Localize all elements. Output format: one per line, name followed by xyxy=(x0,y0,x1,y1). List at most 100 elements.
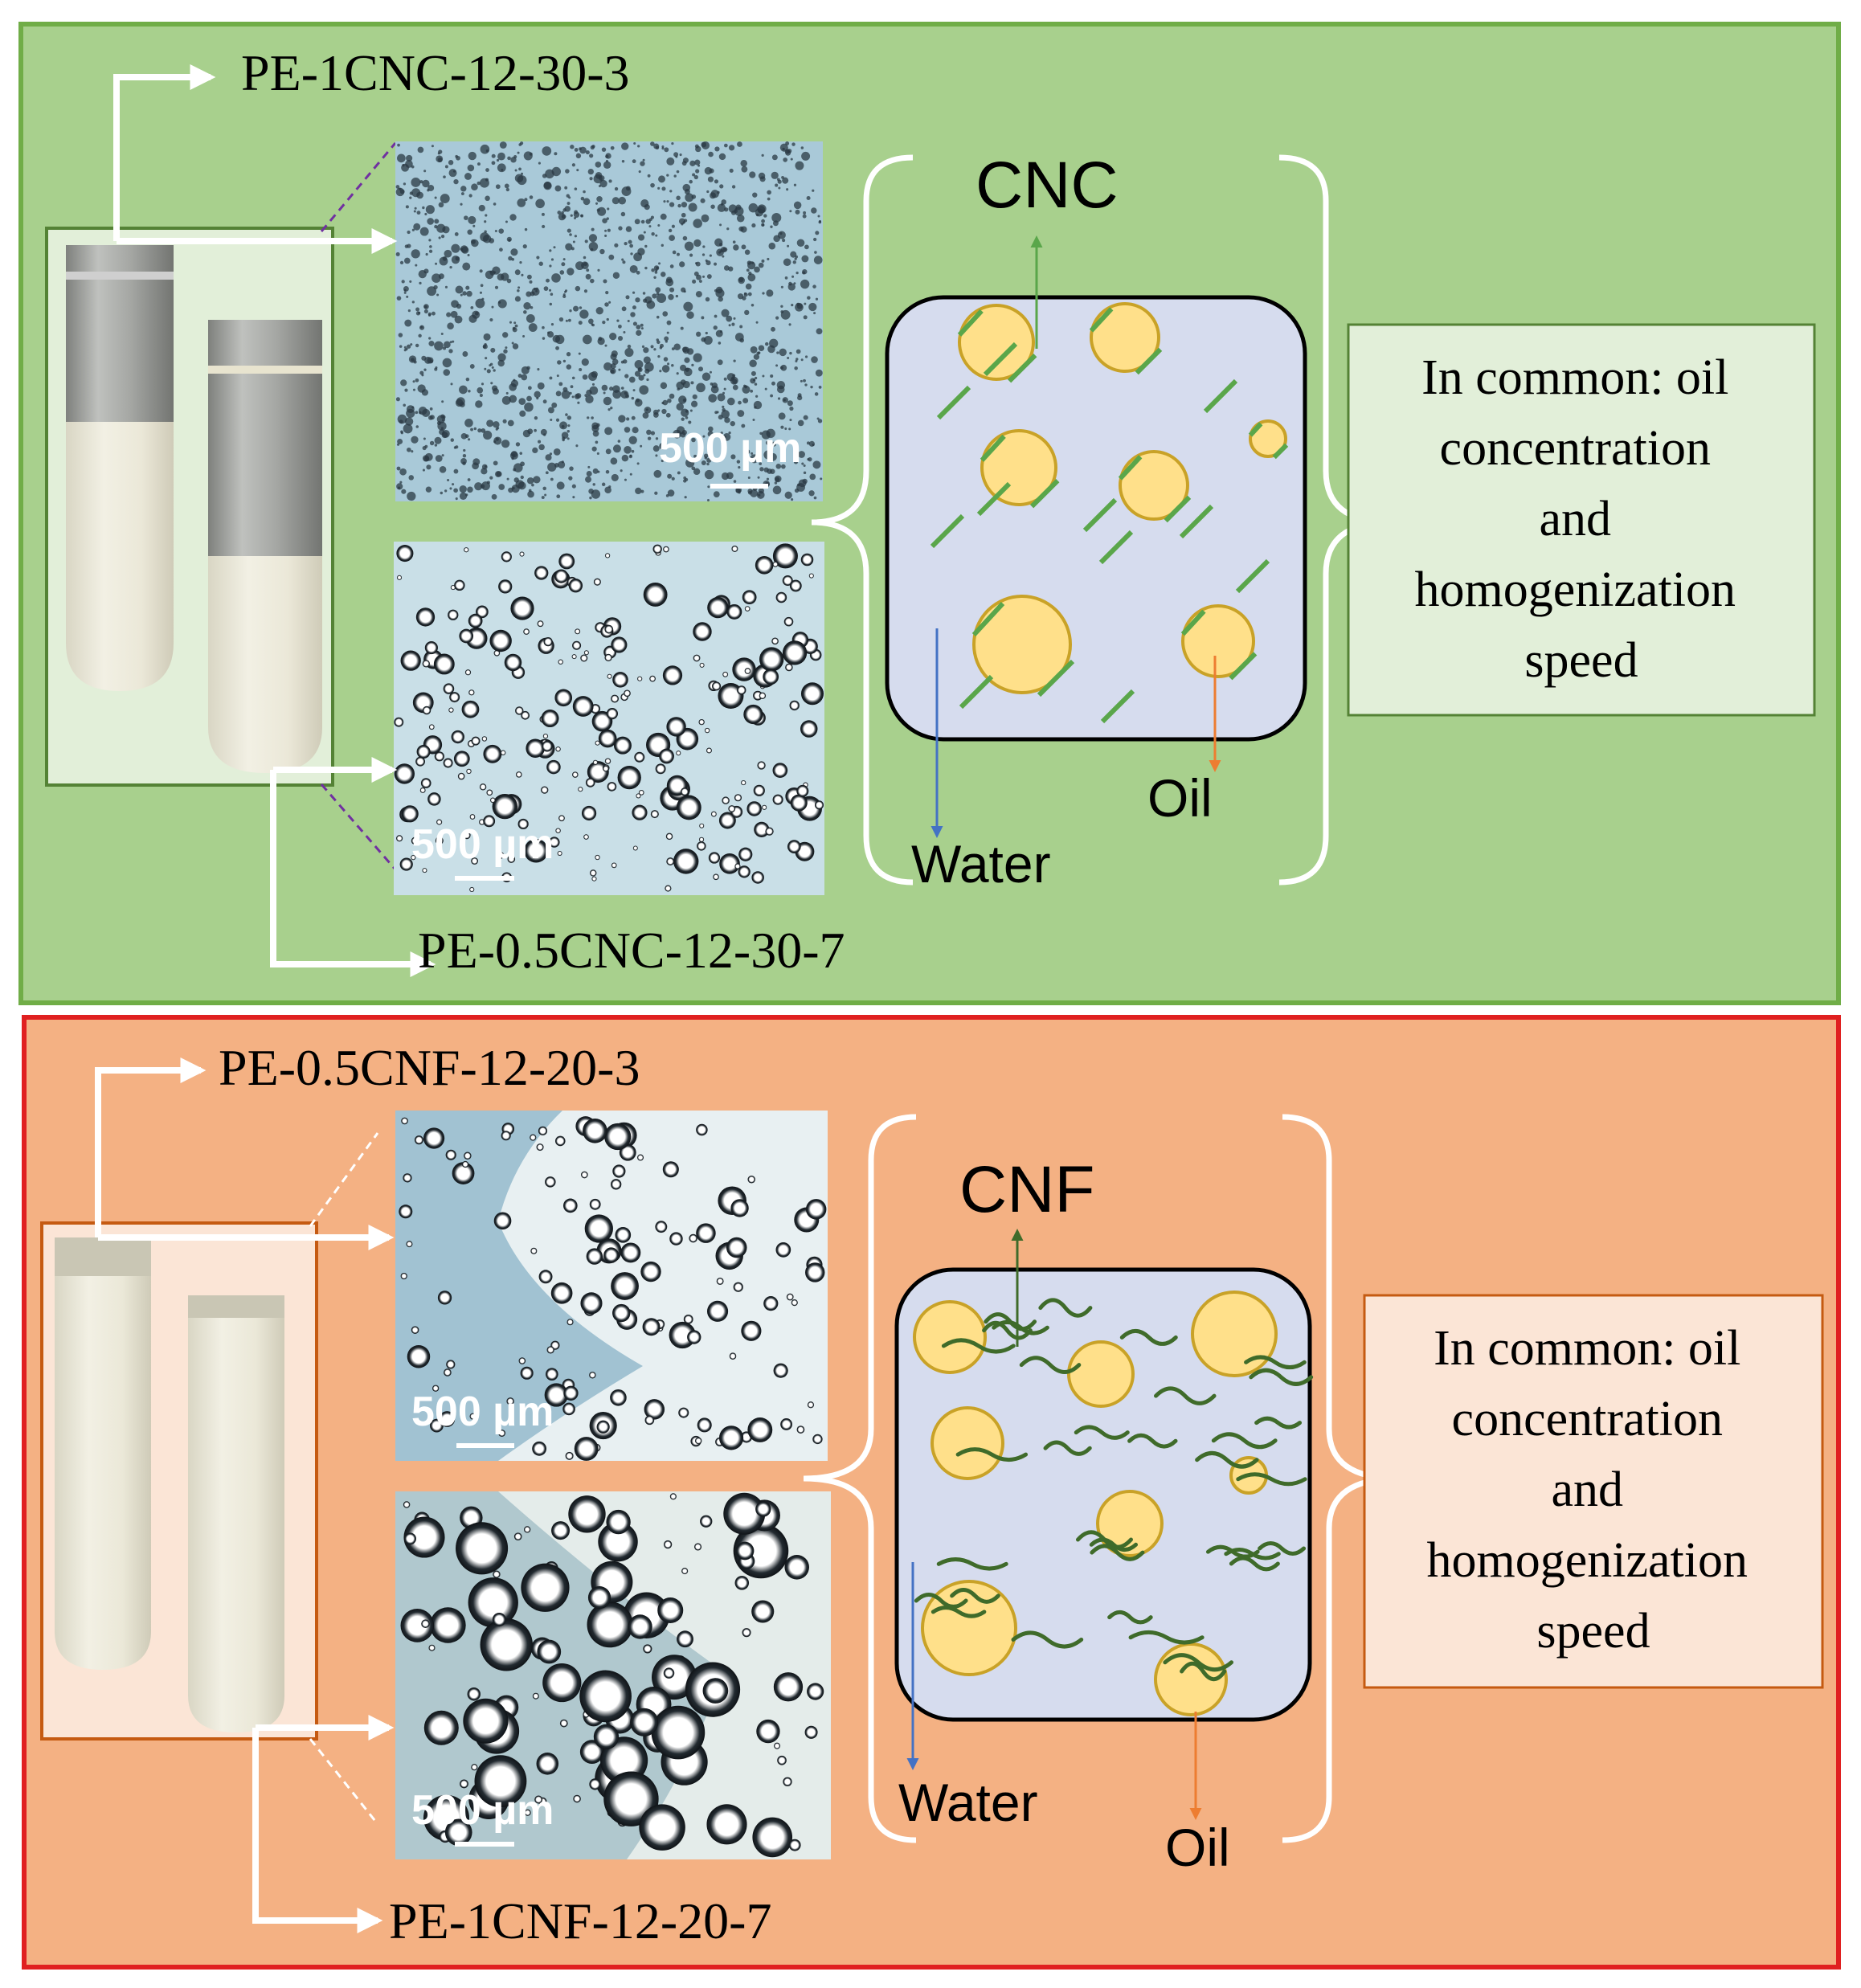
particle xyxy=(813,312,816,315)
oil-label: Oil xyxy=(1147,768,1213,828)
particle xyxy=(586,389,592,396)
particle xyxy=(808,457,812,462)
bubble xyxy=(471,736,481,746)
bubble xyxy=(718,812,736,829)
particle xyxy=(695,291,702,298)
particle xyxy=(682,221,685,224)
particle xyxy=(702,275,706,278)
particle xyxy=(467,486,473,493)
bubble xyxy=(744,668,751,674)
particle xyxy=(584,394,588,397)
particle xyxy=(791,304,794,307)
bubble xyxy=(573,1794,581,1803)
particle xyxy=(776,351,779,354)
particle xyxy=(706,190,710,194)
particle xyxy=(656,340,661,345)
bubble xyxy=(693,654,701,662)
bubble xyxy=(403,1501,411,1508)
particle xyxy=(538,440,542,444)
bubble xyxy=(590,869,597,877)
particle xyxy=(422,206,425,210)
particle xyxy=(730,376,738,385)
particle xyxy=(595,307,603,315)
left-brace xyxy=(803,1114,917,1843)
particle xyxy=(519,261,522,264)
particle xyxy=(744,249,751,256)
particle xyxy=(569,466,574,471)
particle xyxy=(599,179,607,188)
particle xyxy=(513,155,517,159)
particle xyxy=(485,214,488,217)
particle xyxy=(766,477,770,481)
particle xyxy=(691,194,697,199)
particle xyxy=(519,452,523,455)
particle xyxy=(434,341,444,351)
particle xyxy=(590,278,595,284)
particle xyxy=(798,451,805,458)
particle xyxy=(535,198,545,209)
particle xyxy=(462,262,471,271)
particle xyxy=(527,386,532,391)
particle xyxy=(683,476,687,480)
particle xyxy=(730,420,735,427)
particle xyxy=(643,374,646,377)
particle xyxy=(435,455,443,462)
particle xyxy=(652,293,657,299)
particle xyxy=(423,170,427,173)
bubble xyxy=(632,804,648,820)
bubble xyxy=(403,1173,412,1183)
bubble xyxy=(396,575,403,580)
cnc-rod xyxy=(1203,378,1238,414)
particle xyxy=(718,415,723,420)
particle xyxy=(813,256,823,264)
cnf-micrograph-top: 500 µm xyxy=(395,1111,828,1461)
particle xyxy=(742,398,749,404)
particle xyxy=(706,498,710,501)
cnf-fibril xyxy=(941,1338,1016,1354)
particle xyxy=(709,370,712,374)
particle xyxy=(610,353,617,361)
oil-label: Oil xyxy=(1165,1818,1230,1877)
particle xyxy=(564,289,568,292)
particle xyxy=(428,341,435,347)
bubble xyxy=(698,718,705,726)
particle xyxy=(610,145,615,150)
particle xyxy=(395,185,400,189)
bubble xyxy=(743,704,763,725)
particle xyxy=(666,157,675,166)
particle xyxy=(681,223,684,226)
cnc-rod xyxy=(1082,497,1118,533)
cnf-panel: 500 µm 500 µm PE-0.5CNF-12-20-3 PE-1CNF-… xyxy=(22,1015,1841,1970)
particle xyxy=(602,218,607,223)
bubble xyxy=(607,673,612,679)
bubble xyxy=(459,628,474,644)
particle xyxy=(601,482,606,487)
particle xyxy=(421,389,429,396)
particle xyxy=(643,298,648,303)
particle xyxy=(791,275,795,278)
zoom-line-bottom xyxy=(309,1738,379,1825)
particle xyxy=(621,160,625,163)
particle xyxy=(621,306,627,312)
particle xyxy=(403,286,409,292)
bubble xyxy=(427,792,441,806)
bubble xyxy=(612,1303,631,1323)
particle xyxy=(762,292,765,295)
particle xyxy=(650,345,654,349)
particle xyxy=(689,179,693,184)
particle xyxy=(682,399,686,403)
particle xyxy=(403,423,413,434)
bubble xyxy=(644,1415,655,1426)
particle xyxy=(733,244,739,251)
particle xyxy=(624,427,631,433)
particle xyxy=(580,196,585,201)
particle xyxy=(603,279,607,284)
bubble xyxy=(669,1493,677,1500)
particle xyxy=(606,317,609,321)
bubble xyxy=(551,1521,571,1540)
particle xyxy=(657,223,661,227)
particle xyxy=(643,347,649,354)
particle xyxy=(608,179,612,183)
particle xyxy=(661,186,666,191)
particle xyxy=(561,262,566,267)
